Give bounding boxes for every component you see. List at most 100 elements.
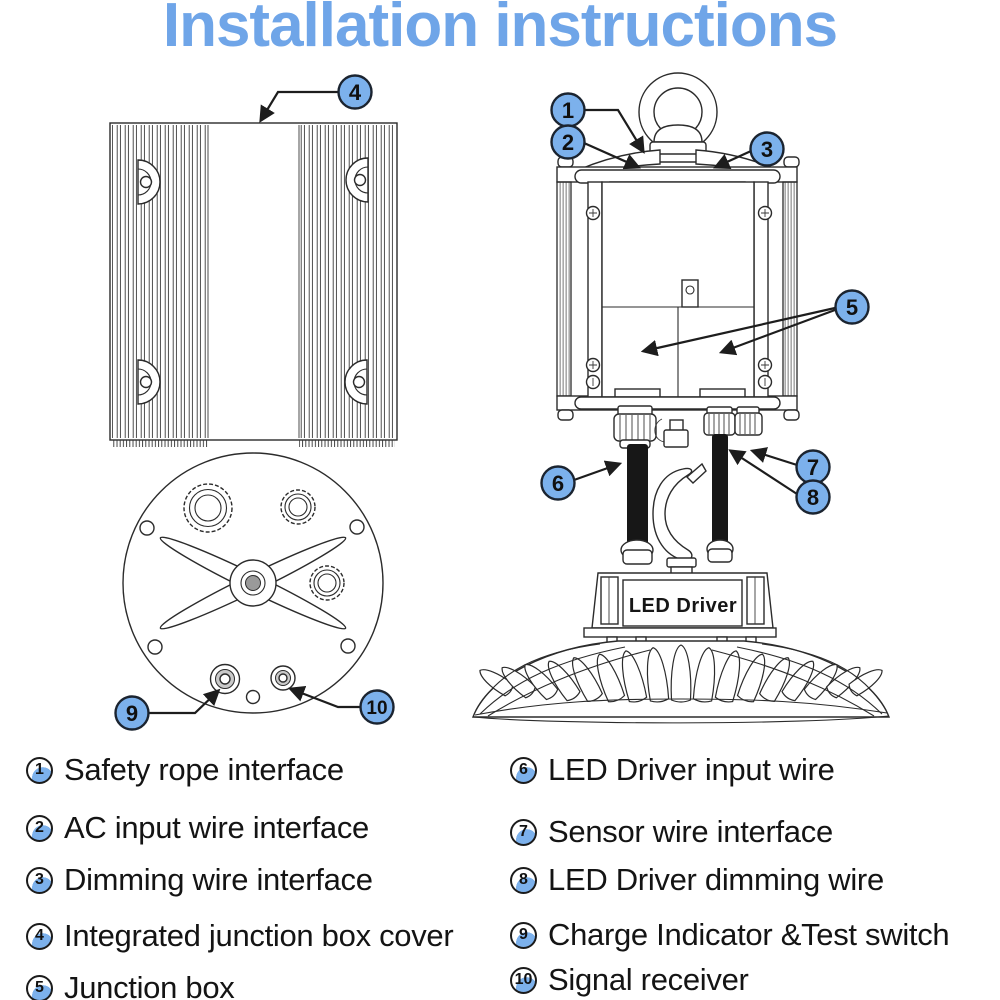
page-title: Installation instructions: [162, 0, 838, 60]
junction-box-cover: [109, 122, 398, 447]
heatsink-fin: [781, 660, 815, 702]
legend-item-10: 10 Signal receiver: [510, 962, 749, 997]
heatsink-fin: [479, 669, 514, 697]
eye-bolt: [574, 72, 782, 178]
gland-port-top-right: [280, 489, 316, 525]
callout-badge-9: 9: [126, 701, 138, 726]
callout-6: 6: [540, 460, 623, 501]
mounting-lug: [137, 359, 161, 405]
heatsink-fin: [736, 653, 766, 703]
screw: [585, 374, 601, 390]
legend-label: AC input wire interface: [64, 810, 369, 845]
legend-number-badge: 10: [510, 966, 537, 994]
plate-hole: [245, 689, 261, 705]
junction-box: [556, 156, 800, 421]
mounting-lug: [137, 159, 161, 205]
legend-item-5: 5 Junction box: [26, 970, 235, 1000]
legend-number-badge: 4: [26, 922, 53, 950]
screw: [757, 205, 773, 221]
legend-label: LED Driver input wire: [548, 752, 835, 787]
legend-item-8: 8 LED Driver dimming wire: [510, 862, 884, 897]
legend-label: Signal receiver: [548, 962, 749, 997]
screw: [585, 357, 601, 373]
cross-bracket: [159, 536, 347, 630]
heatsink-fin: [714, 650, 741, 703]
heatsink-fins: [479, 644, 883, 703]
heatsink-fin: [621, 650, 648, 703]
legend-number-badge: 1: [26, 756, 53, 784]
screw: [757, 357, 773, 373]
legend-number-badge: 8: [510, 866, 537, 894]
plate-hole: [340, 638, 356, 654]
legend-label: LED Driver dimming wire: [548, 862, 884, 897]
legend-label: Sensor wire interface: [548, 814, 833, 849]
legend-number-badge: 9: [510, 921, 537, 949]
callout-9: 9: [114, 688, 221, 731]
mounting-lug: [344, 359, 368, 405]
heatsink-fin: [501, 666, 536, 699]
plate-hole: [349, 519, 365, 535]
led-driver-box: LED Driver: [583, 572, 777, 648]
mounting-plate-drawing: 9 10: [114, 452, 395, 731]
gland-port-large: [183, 483, 233, 533]
plate-hole: [147, 639, 163, 655]
cable-gland-right-pair: [703, 406, 763, 436]
legend-number-badge: 7: [510, 818, 537, 846]
heatsink-fin: [572, 657, 604, 703]
fixture-assembly-drawing: LED Driver 1: [471, 72, 891, 724]
callout-badge-1: 1: [562, 98, 574, 123]
screw: [757, 374, 773, 390]
gland-port-right: [309, 565, 345, 601]
cable-gland-left: [613, 405, 657, 449]
callout-badge-6: 6: [552, 471, 564, 496]
legend-number-badge: 2: [26, 814, 53, 842]
heatsink-fin: [646, 647, 670, 703]
ufo-heatsink: [471, 640, 891, 724]
callout-4: 4: [259, 74, 373, 123]
callout-10: 10: [287, 686, 395, 725]
legend-item-1: 1 Safety rope interface: [26, 752, 344, 787]
legend-item-6: 6 LED Driver input wire: [510, 752, 835, 787]
heatsink-fin: [670, 644, 692, 703]
callout-badge-2: 2: [562, 130, 574, 155]
callout-8: 8: [728, 449, 831, 515]
callout-badge-3: 3: [761, 137, 773, 162]
callout-5: 5: [640, 289, 870, 357]
driver-dimming-cable: [706, 434, 734, 563]
legend-label: Charge Indicator &Test switch: [548, 917, 950, 952]
charge-indicator-port: [209, 663, 241, 695]
legend-label: Junction box: [64, 970, 235, 1000]
mounting-lug: [345, 157, 369, 203]
heatsink-fin: [524, 664, 559, 701]
junction-box-cover-drawing: 4: [109, 74, 398, 447]
mounting-plate: [122, 452, 384, 714]
legend-label: Safety rope interface: [64, 752, 344, 787]
driver-input-cable: [620, 444, 654, 565]
callout-2: 2: [550, 124, 642, 170]
screw: [585, 205, 601, 221]
legend-number-badge: 5: [26, 974, 53, 1000]
safety-hook: [652, 418, 707, 575]
heatsink-fin: [547, 660, 581, 702]
legend-item-7: 7 Sensor wire interface: [510, 814, 833, 849]
callout-badge-5: 5: [846, 295, 858, 320]
legend-item-2: 2 AC input wire interface: [26, 810, 369, 845]
legend-item-3: 3 Dimming wire interface: [26, 862, 373, 897]
heatsink-fin: [803, 664, 838, 701]
legend-number-badge: 6: [510, 756, 537, 784]
callout-badge-8: 8: [807, 485, 819, 510]
callout-badge-4: 4: [349, 80, 362, 105]
heatsink-fin: [848, 669, 883, 697]
legend-item-4: 4 Integrated junction box cover: [26, 918, 454, 953]
callout-7: 7: [749, 447, 831, 485]
signal-receiver-port: [270, 665, 296, 691]
led-driver-label: LED Driver: [629, 595, 737, 617]
legend-number-badge: 3: [26, 866, 53, 894]
legend-item-9: 9 Charge Indicator &Test switch: [510, 917, 950, 952]
heatsink-fin: [692, 647, 716, 703]
plate-hole: [139, 520, 155, 536]
callout-badge-7: 7: [807, 455, 819, 480]
heatsink-fin: [758, 657, 790, 703]
callout-3: 3: [712, 131, 785, 170]
